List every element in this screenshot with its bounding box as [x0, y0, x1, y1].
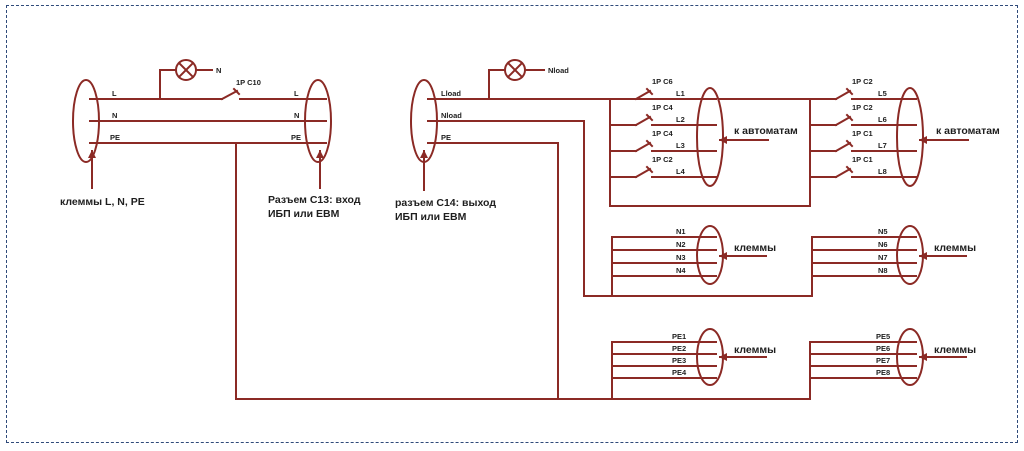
output-label: L5: [878, 89, 887, 98]
pe-terminal-label: PE6: [876, 344, 890, 353]
lamp-n-label: N: [216, 66, 221, 75]
breaker-rating: 1P C1: [852, 155, 873, 164]
n-terminals-1: N1 N2 N3 N4 клеммы: [611, 225, 776, 297]
diagram-frame: [6, 5, 1018, 443]
n-terminals-1-caption: клеммы: [734, 242, 776, 254]
n-terminal-label: N1: [676, 227, 686, 236]
terminals-caption: клеммы L, N, PE: [60, 196, 145, 208]
n-terminal-label: N6: [878, 240, 888, 249]
breaker-rating: 1P C1: [852, 129, 873, 138]
n-terminal-label: N8: [878, 266, 888, 275]
output-label: L1: [676, 89, 685, 98]
out-l-label: L: [294, 89, 299, 98]
pe-terminal-label: PE7: [876, 356, 890, 365]
n-terminal-label: N2: [676, 240, 686, 249]
out-pe-label: PE: [291, 133, 301, 142]
pe-terminals-2: PE5 PE6 PE7 PE8 клеммы: [809, 328, 976, 400]
lamp-nload-label: Nload: [548, 66, 569, 75]
n-terminal-label: N3: [676, 253, 686, 262]
mid-block: Nload Lload Nload PE разъем С14: выход И…: [395, 59, 811, 400]
pe-terminals-1-caption: клеммы: [734, 344, 776, 356]
pe-terminal-label: PE1: [672, 332, 686, 341]
n-terminal-label: N4: [676, 266, 686, 275]
breaker-rating: 1P C4: [652, 129, 674, 138]
breaker-rating: 1P C2: [652, 155, 673, 164]
output-label: L2: [676, 115, 685, 124]
output-label: L6: [878, 115, 887, 124]
lload-label: Lload: [441, 89, 461, 98]
nload-label: Nload: [441, 111, 462, 120]
pe-terminal-label: PE3: [672, 356, 686, 365]
left-block: N 1P C10 L N PE L N PE клеммы L, N, PE Р…: [60, 59, 361, 220]
output-label: L7: [878, 141, 887, 150]
n-terminals-2: N5 N6 N7 N8 клеммы: [811, 225, 976, 297]
pe-terminal-label: PE4: [672, 368, 687, 377]
output-label: L3: [676, 141, 685, 150]
line-l-label: L: [112, 89, 117, 98]
pe-terminal-label: PE2: [672, 344, 686, 353]
breaker-rating: 1P C4: [652, 103, 674, 112]
line-pe-label: PE: [110, 133, 120, 142]
c14-caption-line1: разъем С14: выход: [395, 197, 496, 209]
breaker-rating: 1P C2: [852, 77, 873, 86]
breakers-2-caption: к автоматам: [936, 125, 1000, 137]
n-terminals-2-caption: клеммы: [934, 242, 976, 254]
pe-terminals-1: PE1 PE2 PE3 PE4 клеммы: [611, 328, 776, 400]
c14-caption-line2: ИБП или EBM: [395, 211, 467, 223]
output-label: L8: [878, 167, 887, 176]
pe-terminal-label: PE8: [876, 368, 890, 377]
n-terminal-label: N7: [878, 253, 888, 262]
c13-caption-line1: Разъем С13: вход: [268, 194, 361, 206]
out-n-label: N: [294, 111, 299, 120]
breaker-rating: 1P C2: [852, 103, 873, 112]
breaker-c10-label: 1P C10: [236, 78, 261, 87]
c13-caption-line2: ИБП или EBM: [268, 208, 340, 220]
breaker-c10-contact: [220, 89, 239, 101]
breaker-group-1-ring: [696, 87, 724, 187]
pe-terminal-label: PE5: [876, 332, 890, 341]
n-terminal-label: N5: [878, 227, 888, 236]
breakers-1-caption: к автоматам: [734, 125, 798, 137]
pe-terminals-2-caption: клеммы: [934, 344, 976, 356]
pe-c14-label: PE: [441, 133, 451, 142]
breaker-rating: 1P C6: [652, 77, 673, 86]
breaker-group-2-ring: [896, 87, 924, 187]
line-n-label: N: [112, 111, 117, 120]
breaker-group-1: 1P C6 1P C4 1P C4 1P C2 L1 L2 L3 L4 к ав…: [609, 77, 811, 207]
breaker-group-2: 1P C2 1P C2 1P C1 1P C1 L5 L6 L7 L8 к ав…: [809, 77, 1000, 207]
output-label: L4: [676, 167, 686, 176]
